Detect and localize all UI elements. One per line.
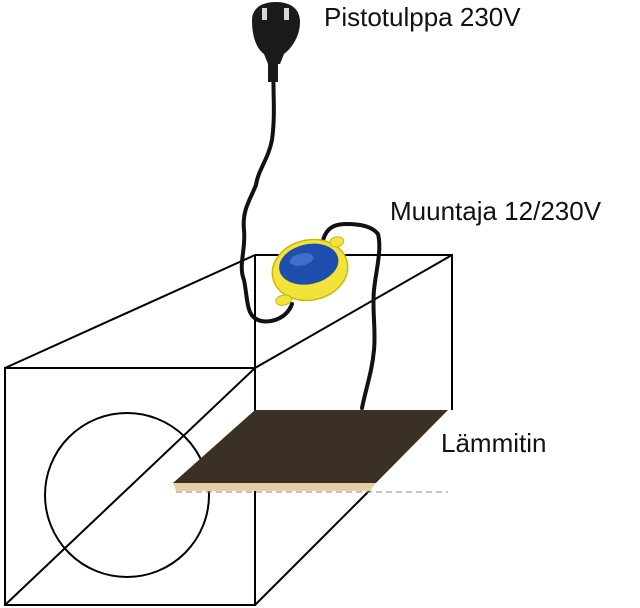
box-edge-top-left — [4, 254, 256, 369]
heater-label: Lämmitin — [441, 428, 547, 458]
heater-plate-edge — [173, 483, 376, 491]
transformer-label: Muuntaja 12/230V — [390, 196, 602, 226]
plug-body — [252, 2, 300, 64]
box-wireframe — [4, 254, 453, 606]
transformer-tab-right — [329, 236, 345, 248]
plug-pin-left — [262, 8, 267, 20]
plug-label: Pistotulppa 230V — [324, 2, 521, 32]
heater-plate — [173, 410, 448, 493]
power-cable — [239, 56, 294, 324]
plug-neck — [268, 62, 278, 82]
transformer-core — [279, 243, 339, 285]
plug-pin-right — [284, 8, 289, 20]
heater-plate-top — [173, 410, 448, 483]
box-front-diagonal — [4, 367, 256, 606]
power-plug-icon — [252, 2, 300, 82]
transformer-highlight — [289, 253, 314, 266]
heater-cable — [320, 222, 382, 410]
transformer-tab-left — [275, 294, 293, 306]
box-edge-bottom-right — [254, 489, 371, 606]
box-opening-circle — [44, 412, 210, 578]
box-edge-top-right — [254, 254, 453, 369]
transformer-icon — [271, 236, 349, 306]
